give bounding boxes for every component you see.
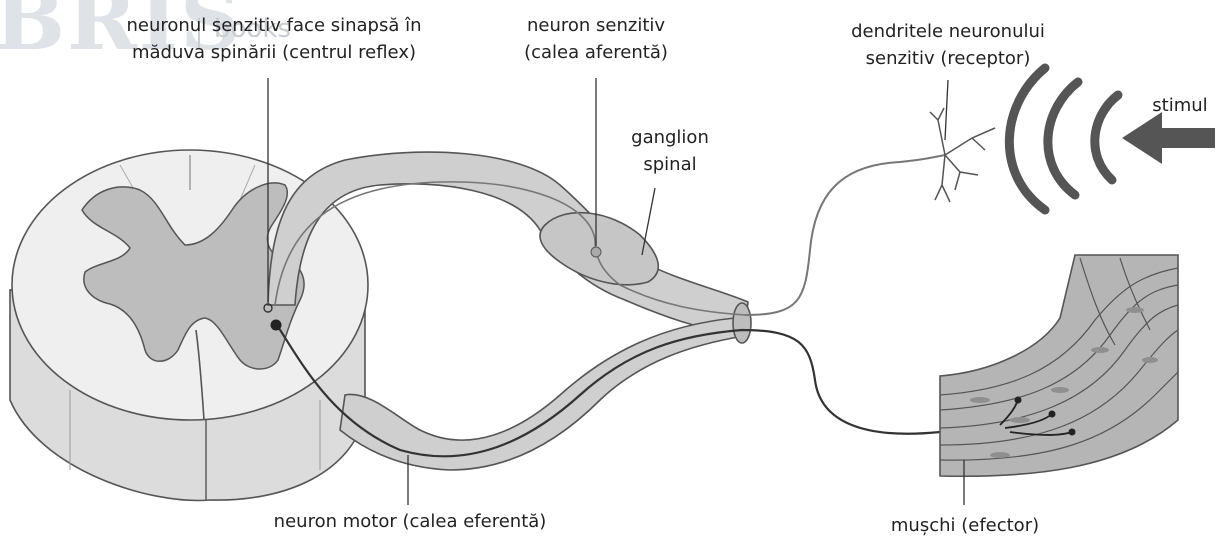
label-motor-neuron-text: neuron motor (calea eferentă) (250, 508, 570, 535)
label-sensory-neuron: neuron senzitiv (calea aferentă) (506, 12, 686, 66)
motor-neuron-soma (271, 320, 282, 331)
label-motor-neuron: neuron motor (calea eferentă) (250, 508, 570, 535)
label-muscle-text: mușchi (efector) (860, 512, 1070, 539)
label-sensory-synapse-line2: măduva spinării (centrul reflex) (114, 39, 434, 66)
label-sensory-synapse-line1: neuronul senzitiv face sinapsă în (114, 12, 434, 39)
sensory-neuron-soma (591, 247, 601, 257)
stimulus-arrow (1122, 112, 1215, 164)
dendrites (930, 108, 995, 202)
label-ganglion: ganglion spinal (615, 124, 725, 178)
label-muscle: mușchi (efector) (860, 512, 1070, 539)
label-stimulus-text: stimul (1140, 92, 1220, 119)
stimulus-wave-1 (1095, 95, 1118, 180)
stimulus-wave-2 (1048, 82, 1078, 195)
stimulus-wave-3 (1009, 68, 1045, 210)
sensory-neuron-fibre (745, 155, 945, 315)
leader-dendrites (945, 80, 948, 140)
spinal-nerve-end (733, 303, 751, 343)
label-ganglion-line1: ganglion (615, 124, 725, 151)
label-dendrites-line1: dendritele neuronului (828, 18, 1068, 45)
label-sensory-synapse: neuronul senzitiv face sinapsă în măduva… (114, 12, 434, 66)
label-ganglion-line2: spinal (615, 151, 725, 178)
label-dendrites-line2: senzitiv (receptor) (828, 45, 1068, 72)
label-dendrites: dendritele neuronului senzitiv (receptor… (828, 18, 1068, 72)
label-stimulus: stimul (1140, 92, 1220, 119)
label-sensory-neuron-line2: (calea aferentă) (506, 39, 686, 66)
stimulus (1009, 68, 1215, 210)
label-sensory-neuron-line1: neuron senzitiv (506, 12, 686, 39)
ventral-root (340, 318, 744, 470)
muscle (940, 255, 1178, 476)
